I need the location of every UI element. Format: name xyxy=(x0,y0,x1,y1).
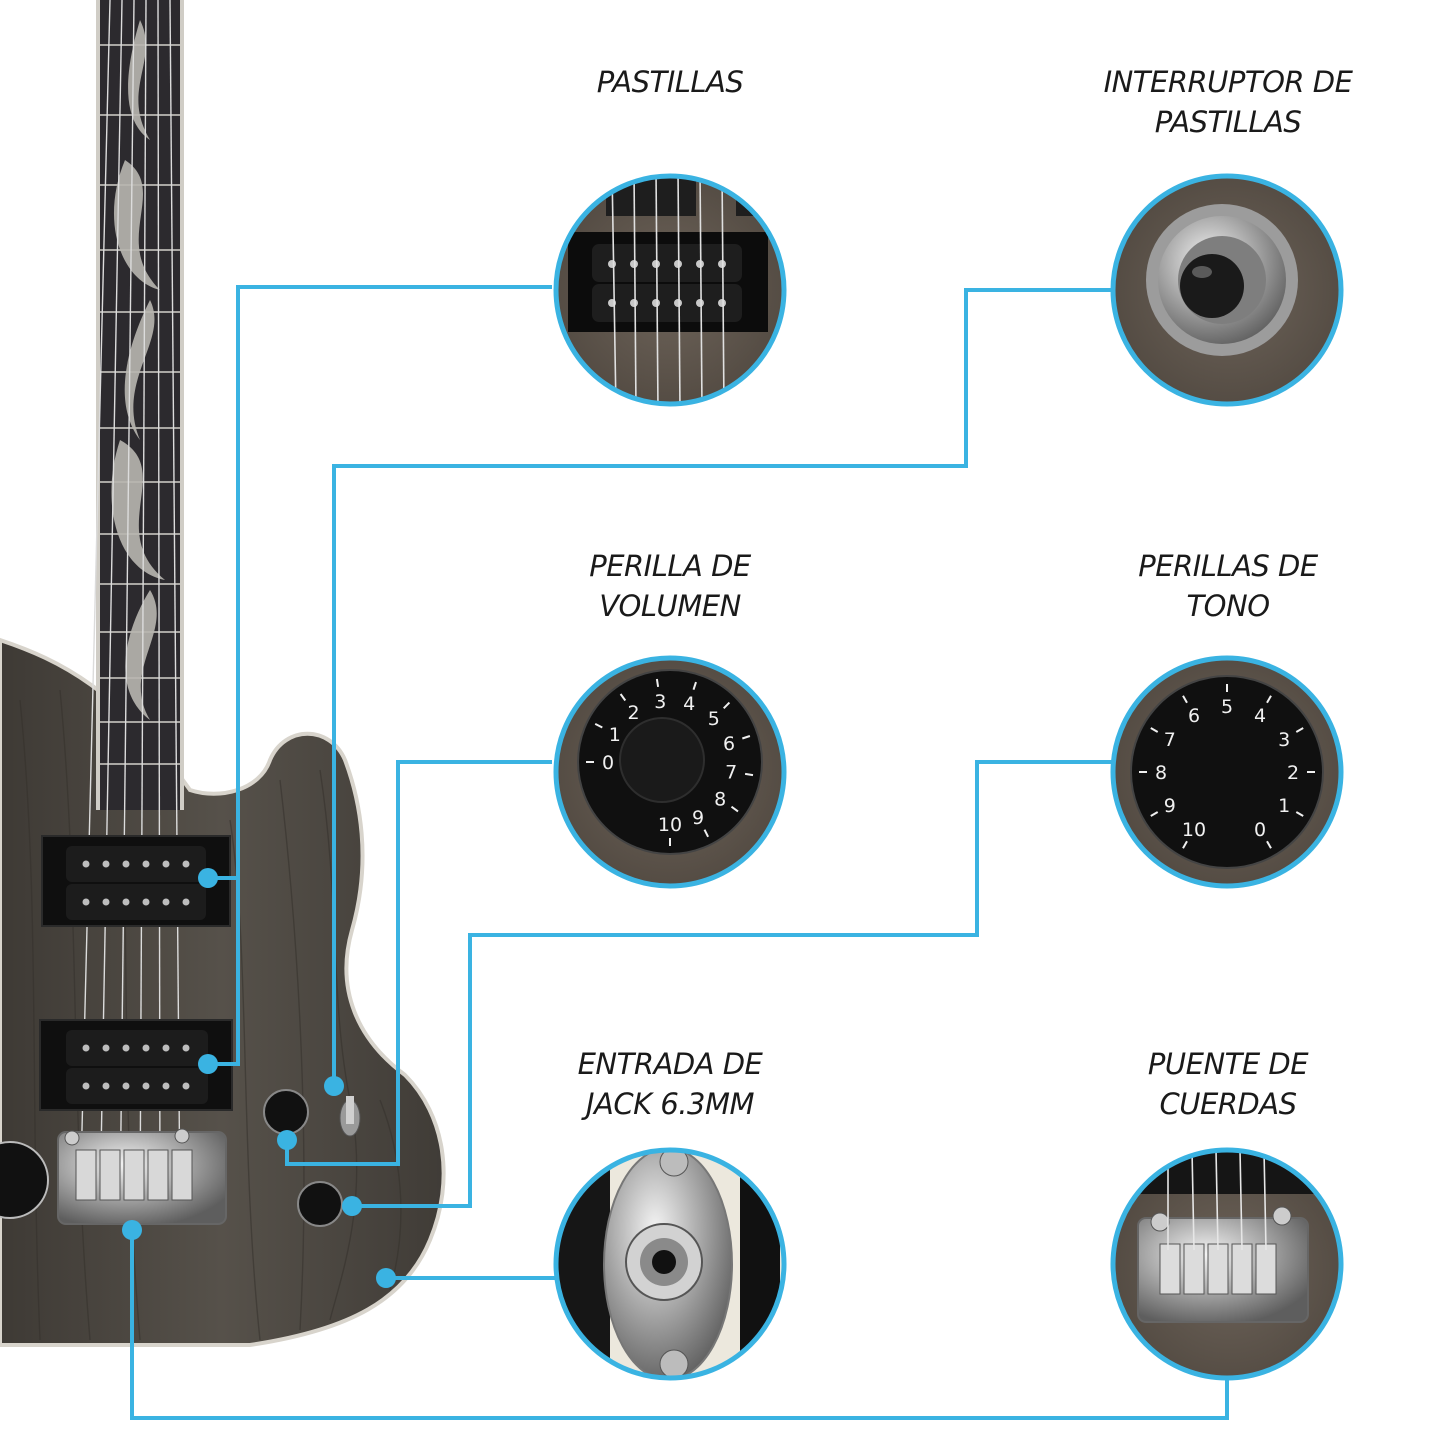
knob-number: 3 xyxy=(654,691,666,713)
brand-badge xyxy=(0,1141,49,1219)
body-tone-knob xyxy=(297,1181,343,1227)
label-line: PERILLAS DE xyxy=(1138,549,1318,583)
knob-tick xyxy=(1295,727,1304,733)
knob-tick xyxy=(594,723,603,729)
knob-number: 0 xyxy=(602,752,614,774)
label-pastillas: PASTILLAS xyxy=(520,62,820,102)
knob-number: 5 xyxy=(708,708,720,730)
label-line: PUENTE DE xyxy=(1147,1047,1309,1081)
label-line: ENTRADA DE xyxy=(577,1047,763,1081)
body-volume-knob xyxy=(263,1089,309,1135)
knob-tick xyxy=(1266,840,1272,849)
label-line: VOLUMEN xyxy=(599,589,741,623)
knob-number: 2 xyxy=(628,702,640,724)
label-entrada-de-jack: ENTRADA DE JACK 6.3MM xyxy=(520,1044,820,1124)
label-line: CUERDAS xyxy=(1159,1087,1297,1121)
knob-tick xyxy=(741,735,751,740)
knob-tick xyxy=(655,678,660,688)
label-line: TONO xyxy=(1186,589,1270,623)
connector-lines xyxy=(130,285,1229,1420)
knob-number: 7 xyxy=(1164,729,1176,751)
knob-tick xyxy=(1182,695,1188,704)
knob-tick xyxy=(692,681,697,691)
bridge-closeup xyxy=(1110,1147,1344,1381)
knob-number: 3 xyxy=(1278,729,1290,751)
label-line: PASTILLAS xyxy=(1154,105,1302,139)
knob-tick xyxy=(730,805,739,813)
knob-number: 10 xyxy=(658,814,682,836)
knob-tick xyxy=(1150,727,1159,733)
label-line: JACK 6.3MM xyxy=(585,1087,755,1121)
jack-input-closeup xyxy=(553,1147,787,1381)
knob-tick xyxy=(619,693,627,702)
knob-number: 9 xyxy=(692,807,704,829)
body-toggle-switch xyxy=(339,1096,361,1137)
label-line: INTERRUPTOR DE xyxy=(1103,65,1353,99)
body-bridge xyxy=(57,1128,227,1225)
guitar-neck xyxy=(79,0,184,1211)
knob-number: 10 xyxy=(1182,819,1206,841)
knob-number: 8 xyxy=(714,788,726,810)
label-line: PERILLA DE xyxy=(589,549,751,583)
connector-dots xyxy=(122,868,396,1288)
knob-number: 6 xyxy=(1188,705,1200,727)
label-line: PASTILLAS xyxy=(596,65,744,99)
knob-tick xyxy=(744,772,754,777)
knob-number: 1 xyxy=(609,724,621,746)
knob-number: 5 xyxy=(1221,696,1233,718)
label-perilla-de-volumen: PERILLA DE VOLUMEN xyxy=(520,546,820,626)
knob-number: 6 xyxy=(723,733,735,755)
knob-number: 1 xyxy=(1278,795,1290,817)
knob-number: 7 xyxy=(725,762,737,784)
guitar-body xyxy=(0,637,446,1347)
label-perillas-de-tono: PERILLAS DE TONO xyxy=(1078,546,1378,626)
knob-number: 9 xyxy=(1164,795,1176,817)
knob-number: 0 xyxy=(1254,819,1266,841)
label-interruptor-de-pastillas: INTERRUPTOR DE PASTILLAS xyxy=(1078,62,1378,142)
label-puente-de-cuerdas: PUENTE DE CUERDAS xyxy=(1078,1044,1378,1124)
knob-number: 8 xyxy=(1155,762,1167,784)
knob-number: 2 xyxy=(1287,762,1299,784)
knob-tick xyxy=(1182,840,1188,849)
pickup-closeup xyxy=(553,173,787,407)
knob-tick xyxy=(703,829,709,838)
knob-tick xyxy=(1266,695,1272,704)
toggle-switch-closeup xyxy=(1110,173,1344,407)
knob-number: 4 xyxy=(683,693,695,715)
knob-tick xyxy=(1150,811,1159,817)
knob-tick xyxy=(1295,811,1304,817)
knob-tick xyxy=(722,701,731,710)
knob-number: 4 xyxy=(1254,705,1266,727)
